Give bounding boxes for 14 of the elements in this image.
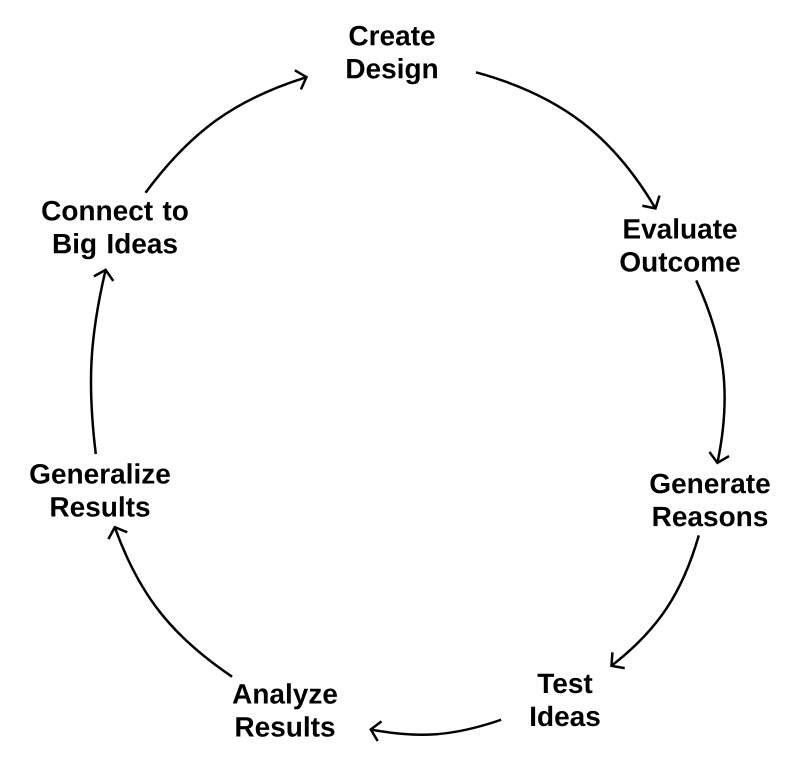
arrow [144, 69, 308, 194]
step-label: Evaluate Outcome [620, 218, 740, 272]
step-label: Test Ideas [531, 674, 600, 726]
step-label: Analyze Results [232, 683, 337, 737]
step-label: Generate Reasons [650, 474, 770, 526]
step-label: Generalize Results [30, 463, 170, 517]
arrow [107, 526, 233, 678]
arrow [610, 535, 700, 670]
arrow [476, 71, 661, 210]
arrow [369, 718, 502, 742]
arrow [695, 280, 730, 464]
arrow [90, 268, 114, 454]
step-label: Connect to Big Ideas [42, 200, 188, 260]
step-label: Create Design [347, 26, 437, 84]
